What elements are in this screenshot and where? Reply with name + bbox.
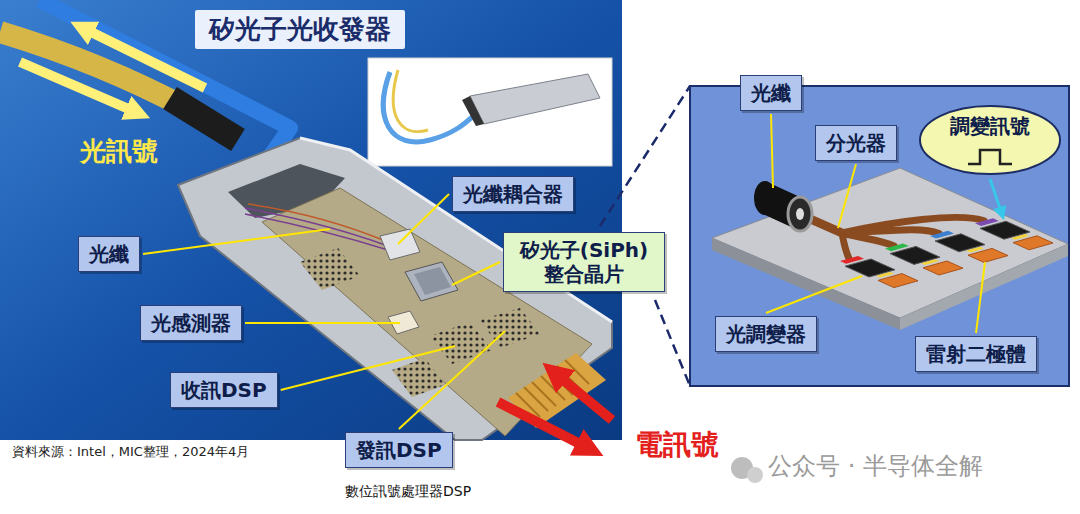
modulator-chip [890,246,940,264]
fiber-coupler [380,229,420,260]
waveguide-branch [842,217,984,233]
callout-box: 光纖耦合器 [452,176,574,212]
optical-signal-arrow [89,31,205,88]
leader-line [245,322,400,324]
callout-box: 光感測器 [140,305,242,341]
leader-line [771,114,773,188]
substrate [712,168,1068,318]
node-label: 收訊DSP [181,378,267,402]
leader-line [976,262,985,333]
fiber-face [788,197,812,231]
leader-line [838,164,856,228]
fiber-wire [245,208,388,246]
step-waveform [968,150,1012,164]
inset-photo [368,58,612,166]
node-label: 光纖 [751,81,791,105]
chip-array [300,248,360,290]
callout-box: 矽光子(SiPh) 整合晶片 [503,232,665,292]
optical-signal-arrow [20,62,131,110]
title-text: 矽光子光收發器 [209,14,391,45]
signal-label: 電訊號 [635,428,719,462]
laser-diode [878,274,918,288]
siph-chip [405,262,458,301]
callout-box: 光纖 [78,236,140,272]
chip-array [392,358,445,397]
part-note: 數位訊號處理器DSP [345,483,471,500]
signal-label: 光訊號 [80,136,158,167]
title-box: 矽光子光收發器 [195,10,405,49]
detail-panel [690,86,1069,386]
modulator-chip [935,234,985,252]
signal-arrow [990,179,1000,210]
callout-box: 光纖 [740,75,802,111]
laser-diode [1013,236,1053,250]
node-label: 調變訊號 [918,114,1062,138]
tx-dsp-chip [480,308,540,348]
node-label: 光纖耦合器 [463,182,563,206]
leader-line [452,262,500,285]
leader-line [143,229,330,254]
node-label: 分光器 [826,131,886,155]
electrical-signal-arrow [498,402,582,445]
cable-boot [170,98,238,140]
zoom-line [600,86,690,226]
laser-diode [923,261,963,275]
fiber-core [796,208,804,220]
node-label: 矽光子(SiPh) 整合晶片 [514,238,654,286]
siph-die [414,267,451,295]
modulator-chip [845,259,895,277]
watermark: 公众号 · 半导体全解 [768,452,983,481]
electrical-signal-arrow [561,378,612,420]
leader-line [398,194,449,244]
signal-ellipse: 調變訊號 [918,104,1062,176]
callout-box: 光調變器 [715,316,817,352]
zoom-line [655,300,690,386]
rx-dsp-chip [430,322,492,364]
waveguide [808,218,842,233]
callout-box: 收訊DSP [170,372,278,408]
modulator-chip [980,221,1030,239]
node-label: 光感測器 [151,311,231,335]
callout-box: 發訊DSP [345,432,453,468]
inset-fiber [393,70,428,132]
callout-box: 雷射二極體 [915,336,1037,372]
node-label: 發訊DSP [356,438,442,462]
callout-box: 分光器 [815,125,897,161]
node-label: 光纖 [89,242,129,266]
node-label: 雷射二極體 [926,342,1026,366]
inset-pull-tab [383,72,480,142]
fiber-wire [245,214,388,250]
laser-diode [968,248,1008,262]
photo-background [0,0,622,440]
leader-line [281,346,455,390]
source-note: 資料來源：Intel，MIC整理，2024年4月 [12,444,249,460]
leader-line [399,331,505,429]
inset-module [470,74,600,124]
watermark-icon [747,467,763,483]
node-label: 光調變器 [726,322,806,346]
leader-line [766,276,862,313]
inset-module-front [462,96,484,126]
